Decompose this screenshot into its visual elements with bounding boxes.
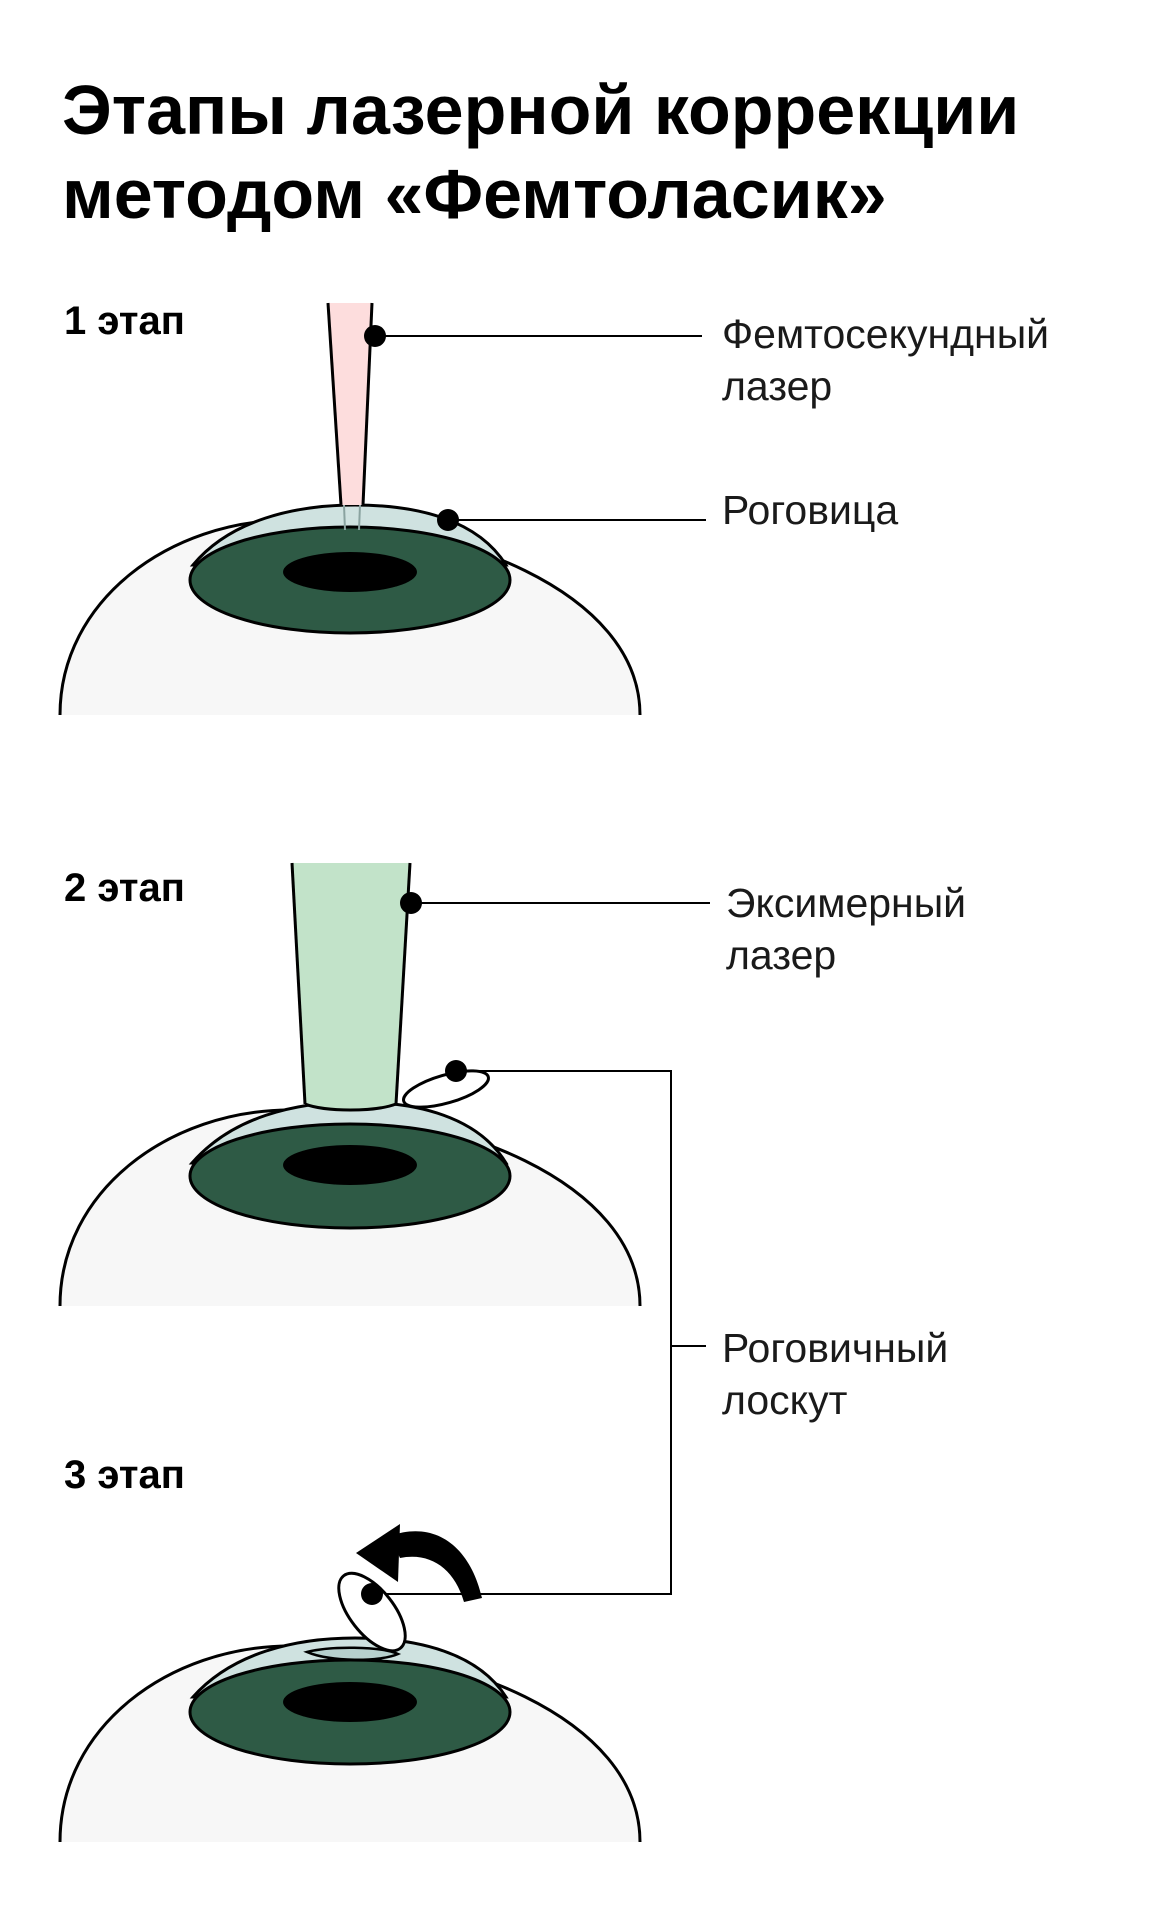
- title-line-2: методом «Фемтоласик»: [62, 155, 887, 233]
- corneal-flap-label: Роговичный лоскут: [722, 1322, 948, 1426]
- excimer-laser-label-line-1: Эксимерный: [726, 880, 967, 926]
- femto-laser-marker: [364, 325, 386, 347]
- rotation-arrow-icon: [356, 1524, 482, 1602]
- corneal-flap-marker-stage-2: [445, 1060, 467, 1082]
- excimer-laser-beam: [292, 863, 410, 1110]
- stage-3-corneal-flap: [337, 1571, 407, 1653]
- stage-3-pupil: [283, 1682, 417, 1722]
- femto-laser-label: Фемтосекундный лазер: [722, 308, 1049, 412]
- femto-laser-label-line-2: лазер: [722, 363, 833, 409]
- corneal-flap-label-line-2: лоскут: [722, 1377, 848, 1423]
- cornea-label: Роговица: [722, 484, 898, 536]
- stage-1-leaders: [364, 325, 706, 531]
- stage-1-eye: [58, 302, 642, 716]
- stage-1-label: 1 этап: [64, 299, 185, 343]
- corneal-flap-label-line-1: Роговичный: [722, 1325, 949, 1371]
- stage-2-leaders: [372, 892, 710, 1595]
- stage-2-pupil: [283, 1145, 417, 1185]
- stage-1-pupil: [283, 552, 417, 592]
- stage-2-label: 2 этап: [64, 866, 185, 910]
- cornea-marker: [437, 509, 459, 531]
- stage-3-label: 3 этап: [64, 1453, 185, 1497]
- stage-3-eye: [58, 1524, 642, 1843]
- corneal-flap-marker-stage-3: [361, 1583, 383, 1605]
- femto-laser-label-line-1: Фемтосекундный: [722, 311, 1050, 357]
- stage-2-corneal-flap: [402, 1069, 490, 1109]
- stage-3-flap-bed: [303, 1646, 402, 1661]
- excimer-laser-label: Эксимерный лазер: [726, 877, 966, 981]
- diagram-title: Этапы лазерной коррекции методом «Фемтол…: [62, 68, 1122, 236]
- stage-2-eye: [58, 862, 642, 1307]
- title-line-1: Этапы лазерной коррекции: [62, 71, 1020, 149]
- excimer-laser-marker: [400, 892, 422, 914]
- excimer-laser-label-line-2: лазер: [726, 932, 837, 978]
- cornea-label-line-1: Роговица: [722, 487, 899, 533]
